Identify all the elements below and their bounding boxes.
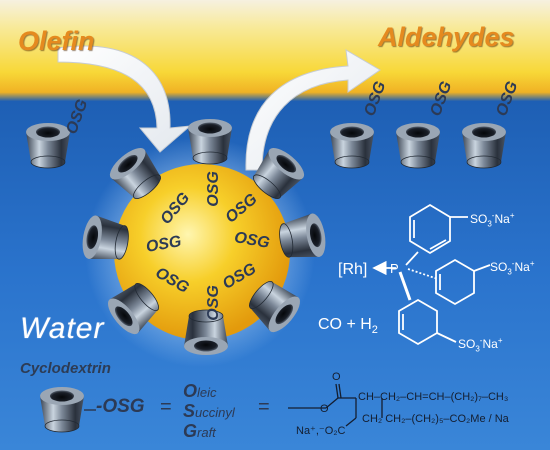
carboxylate-counterion: Na⁺,⁻O₂C	[296, 425, 346, 437]
osg-tag: OSG	[204, 285, 222, 321]
tppts-structure	[372, 203, 491, 346]
sulfonate-label-1: SO3-Na+	[470, 211, 515, 229]
free-cyclodextrin-1	[329, 122, 375, 169]
osg-definition: -OSG	[96, 396, 145, 417]
sulfonate-label-2: SO3-Na+	[490, 259, 535, 277]
equals-sign-2: =	[258, 396, 270, 418]
osg-chain-structure	[288, 383, 383, 427]
acronym-graft: Graft	[183, 421, 216, 441]
legend-cyclodextrin	[39, 386, 85, 433]
carbonyl-oxygen: O	[332, 371, 341, 383]
rhodium-label: [Rh]	[338, 261, 368, 278]
free-cyclodextrin-2	[395, 122, 441, 169]
syngas-label: CO + H2	[318, 316, 378, 337]
olefin-inflow-arrow	[57, 45, 192, 153]
acronym-block: Oleic Succinyl Graft	[183, 382, 235, 442]
phosphorus-label: P	[390, 261, 399, 276]
chain-line-2: CH₂ CH₂–(CH₂)₅–CO₂Me / Na	[362, 413, 509, 425]
olefin-title: Olefin	[18, 26, 95, 56]
chain-line-1: CH–CH₂–CH=CH–(CH₂)₇–CH₃	[358, 391, 509, 403]
free-cyclodextrin-3	[461, 122, 507, 169]
equals-sign-1: =	[160, 396, 172, 418]
micelle-core	[114, 164, 290, 340]
acronym-succinyl: Succinyl	[183, 401, 235, 421]
aldehyde-outflow-arrow	[245, 49, 381, 171]
sulfonate-label-3: SO3-Na+	[458, 336, 503, 354]
cyclodextrin-label: Cyclodextrin	[20, 360, 111, 377]
water-label: Water	[20, 312, 105, 345]
ester-oxygen: O	[320, 403, 329, 415]
osg-tag: OSG	[204, 171, 222, 207]
aldehydes-title: Aldehydes	[378, 22, 515, 52]
acronym-oleic: Oleic	[183, 381, 217, 401]
